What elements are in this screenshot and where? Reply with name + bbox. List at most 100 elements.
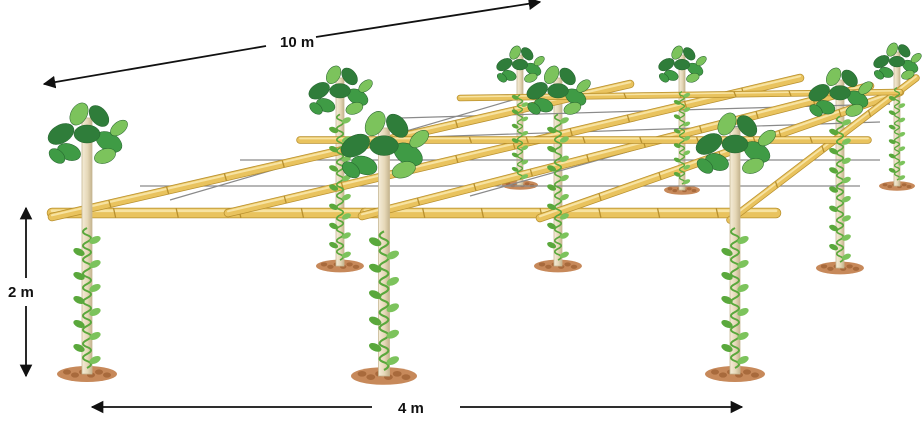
- vine: [721, 227, 749, 369]
- vine-leaf: [329, 222, 339, 230]
- vine-leaf: [521, 116, 529, 122]
- soil-clod: [672, 189, 678, 193]
- vine-leaf: [341, 117, 351, 124]
- bamboo-node: [165, 186, 170, 195]
- vine-leaf: [673, 172, 681, 177]
- vine-leaf: [73, 248, 85, 256]
- vine-leaf: [341, 213, 351, 220]
- bean-leaf: [309, 102, 323, 115]
- vine-stem: [516, 94, 524, 180]
- bean-leaf: [742, 158, 764, 174]
- bamboo-node: [468, 136, 473, 144]
- bean-leaf: [695, 56, 707, 66]
- vine-leaf: [898, 146, 906, 152]
- bean-leaf: [386, 113, 409, 138]
- vine-leaf: [386, 277, 399, 286]
- bean-leaf: [910, 53, 922, 63]
- vine-leaf: [521, 102, 529, 107]
- soil-clod: [71, 372, 79, 378]
- vine-leaf: [341, 251, 351, 258]
- bean-leaf: [559, 67, 576, 86]
- bamboo-node: [569, 128, 573, 136]
- bamboo-node: [416, 197, 421, 206]
- bamboo-node: [108, 200, 112, 208]
- vine-leaf: [841, 215, 851, 222]
- vine-leaf: [737, 236, 749, 244]
- vine-leaf: [521, 174, 529, 179]
- climbing-bean-plant-icon: [47, 102, 128, 164]
- bean-leaf: [736, 115, 758, 137]
- bamboo-node: [821, 145, 825, 153]
- soil-clod: [691, 189, 697, 193]
- bamboo-node: [480, 208, 485, 218]
- soil-clod: [366, 374, 376, 380]
- vine-leaf: [841, 138, 851, 145]
- soil-clod: [327, 264, 334, 269]
- climbing-bean-plant-icon: [658, 45, 707, 83]
- soil-clod: [882, 183, 888, 187]
- vine-leaf: [888, 168, 896, 173]
- vine-leaf: [721, 296, 733, 304]
- bean-leaf: [341, 67, 358, 86]
- vine-leaf: [721, 248, 733, 256]
- leaf-canopies: [47, 42, 922, 179]
- vine-leaf: [559, 117, 569, 124]
- vine-leaf: [73, 272, 85, 280]
- bamboo-node: [683, 101, 688, 109]
- vine-leaf: [898, 117, 906, 123]
- vine-leaf: [829, 128, 839, 136]
- bean-leaf: [673, 58, 691, 71]
- vine-leaf: [559, 232, 569, 239]
- bean-leaf: [345, 102, 364, 115]
- bamboo-node: [455, 155, 459, 163]
- soil-clod: [827, 266, 834, 271]
- bean-leaf: [901, 70, 915, 80]
- climbing-bean-plant-icon: [873, 42, 922, 80]
- vine-leaf: [829, 244, 839, 251]
- climbing-bean-plant-icon: [808, 67, 873, 117]
- vine-leaf: [511, 152, 519, 158]
- vine-leaf: [89, 236, 101, 244]
- bean-leaf: [841, 69, 858, 88]
- vine-leaf: [329, 165, 339, 172]
- vine-leaf: [737, 308, 749, 316]
- vine-leaf: [369, 343, 382, 352]
- bean-leaf: [858, 81, 873, 95]
- vine-leaf: [673, 157, 681, 163]
- bean-leaf: [898, 44, 911, 58]
- vine-leaf: [898, 132, 906, 137]
- vine-leaf: [829, 205, 839, 212]
- vine-leaf: [683, 107, 691, 112]
- width-label: 4 m: [398, 400, 424, 417]
- bamboo-node: [582, 136, 586, 144]
- bean-leaf: [358, 79, 373, 93]
- bean-leaf: [340, 133, 370, 158]
- climbing-vines: [73, 86, 906, 371]
- bean-leaf: [409, 130, 429, 148]
- bamboo-node: [454, 120, 459, 128]
- vine-leaf: [841, 196, 851, 203]
- vine: [547, 113, 569, 261]
- vine-stem: [893, 86, 901, 181]
- soil-clod: [392, 370, 402, 377]
- vine-leaf: [521, 145, 529, 151]
- vine-leaf: [721, 320, 733, 328]
- bean-leaf: [94, 148, 116, 164]
- bean-leaf: [69, 102, 89, 126]
- vine-leaf: [559, 174, 569, 182]
- vine-leaf: [841, 176, 851, 184]
- bamboo-node: [598, 208, 602, 218]
- bean-leaf: [524, 73, 538, 83]
- bamboo-node: [175, 208, 179, 218]
- bean-leaf: [364, 111, 386, 137]
- vine: [673, 90, 691, 185]
- bamboo-pole: [358, 82, 874, 220]
- vine: [829, 115, 851, 263]
- bean-leaf: [809, 104, 823, 117]
- soil-clod: [95, 369, 103, 375]
- bamboo-node: [658, 172, 662, 180]
- bamboo-highlight: [360, 83, 872, 216]
- vine-leaf: [841, 157, 851, 164]
- bean-leaf: [696, 158, 714, 174]
- vine-leaf: [547, 165, 557, 172]
